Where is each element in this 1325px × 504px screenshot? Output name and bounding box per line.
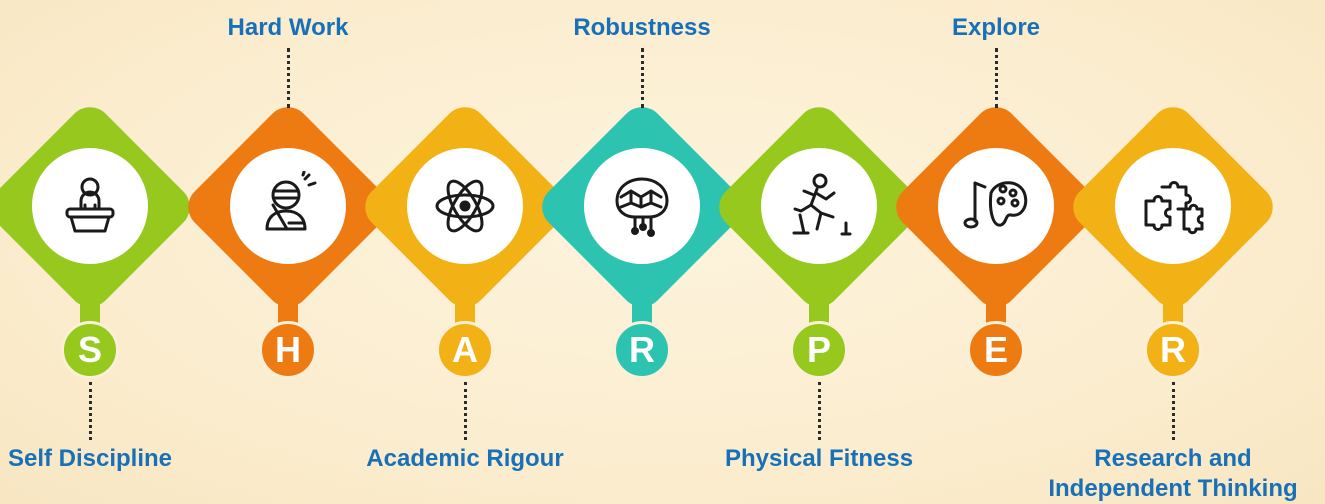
hurdle-runner-icon xyxy=(792,173,852,236)
step-letter-badge: R xyxy=(1144,321,1202,379)
step-letter-badge: H xyxy=(259,321,317,379)
icon-circle xyxy=(938,148,1054,264)
icon-circle xyxy=(1115,148,1231,264)
diamond-stem xyxy=(809,290,829,330)
dotted-connector xyxy=(995,48,998,108)
diamond-stem xyxy=(632,290,652,330)
icon-circle xyxy=(32,148,148,264)
step-label: Self Discipline xyxy=(7,445,173,472)
puzzle-pieces-icon xyxy=(1144,181,1204,235)
step-label: Robustness xyxy=(573,14,711,41)
dotted-connector xyxy=(818,382,821,440)
music-palette-icon xyxy=(963,181,1028,229)
step-academic-rigour: A Academic Rigour xyxy=(356,0,574,504)
dotted-connector xyxy=(641,48,644,108)
step-self-discipline: S Self Discipline xyxy=(0,0,199,504)
person-writing-icon xyxy=(265,171,317,231)
diamond-stem xyxy=(455,290,475,330)
person-at-podium-icon xyxy=(65,177,115,233)
diamond-stem xyxy=(80,290,100,330)
icon-circle xyxy=(230,148,346,264)
step-explore: E Explore xyxy=(887,0,1105,504)
step-letter-badge: P xyxy=(790,321,848,379)
step-research-independent-thinking: R Research and Independent Thinking xyxy=(1048,0,1298,504)
step-letter-badge: E xyxy=(967,321,1025,379)
diamond-stem xyxy=(1163,290,1183,330)
step-label: Academic Rigour xyxy=(366,445,564,472)
diamond-stem xyxy=(986,290,1006,330)
icon-circle xyxy=(584,148,700,264)
diamond-stem xyxy=(278,290,298,330)
atom-icon xyxy=(435,179,495,233)
icon-circle xyxy=(761,148,877,264)
step-label: Explore xyxy=(951,14,1041,41)
step-label: Research and Independent Thinking xyxy=(1048,445,1298,502)
brain-network-icon xyxy=(615,177,669,237)
dotted-connector xyxy=(464,382,467,440)
dotted-connector xyxy=(89,382,92,440)
step-letter-badge: R xyxy=(613,321,671,379)
step-hard-work: H Hard Work xyxy=(179,0,397,504)
step-robustness: R Robustness xyxy=(533,0,751,504)
step-letter-badge: A xyxy=(436,321,494,379)
step-label: Hard Work xyxy=(227,14,349,41)
dotted-connector xyxy=(1172,382,1175,440)
step-physical-fitness: P Physical Fitness xyxy=(710,0,928,504)
icon-circle xyxy=(407,148,523,264)
step-letter-badge: S xyxy=(61,321,119,379)
step-label: Physical Fitness xyxy=(724,445,914,472)
dotted-connector xyxy=(287,48,290,108)
